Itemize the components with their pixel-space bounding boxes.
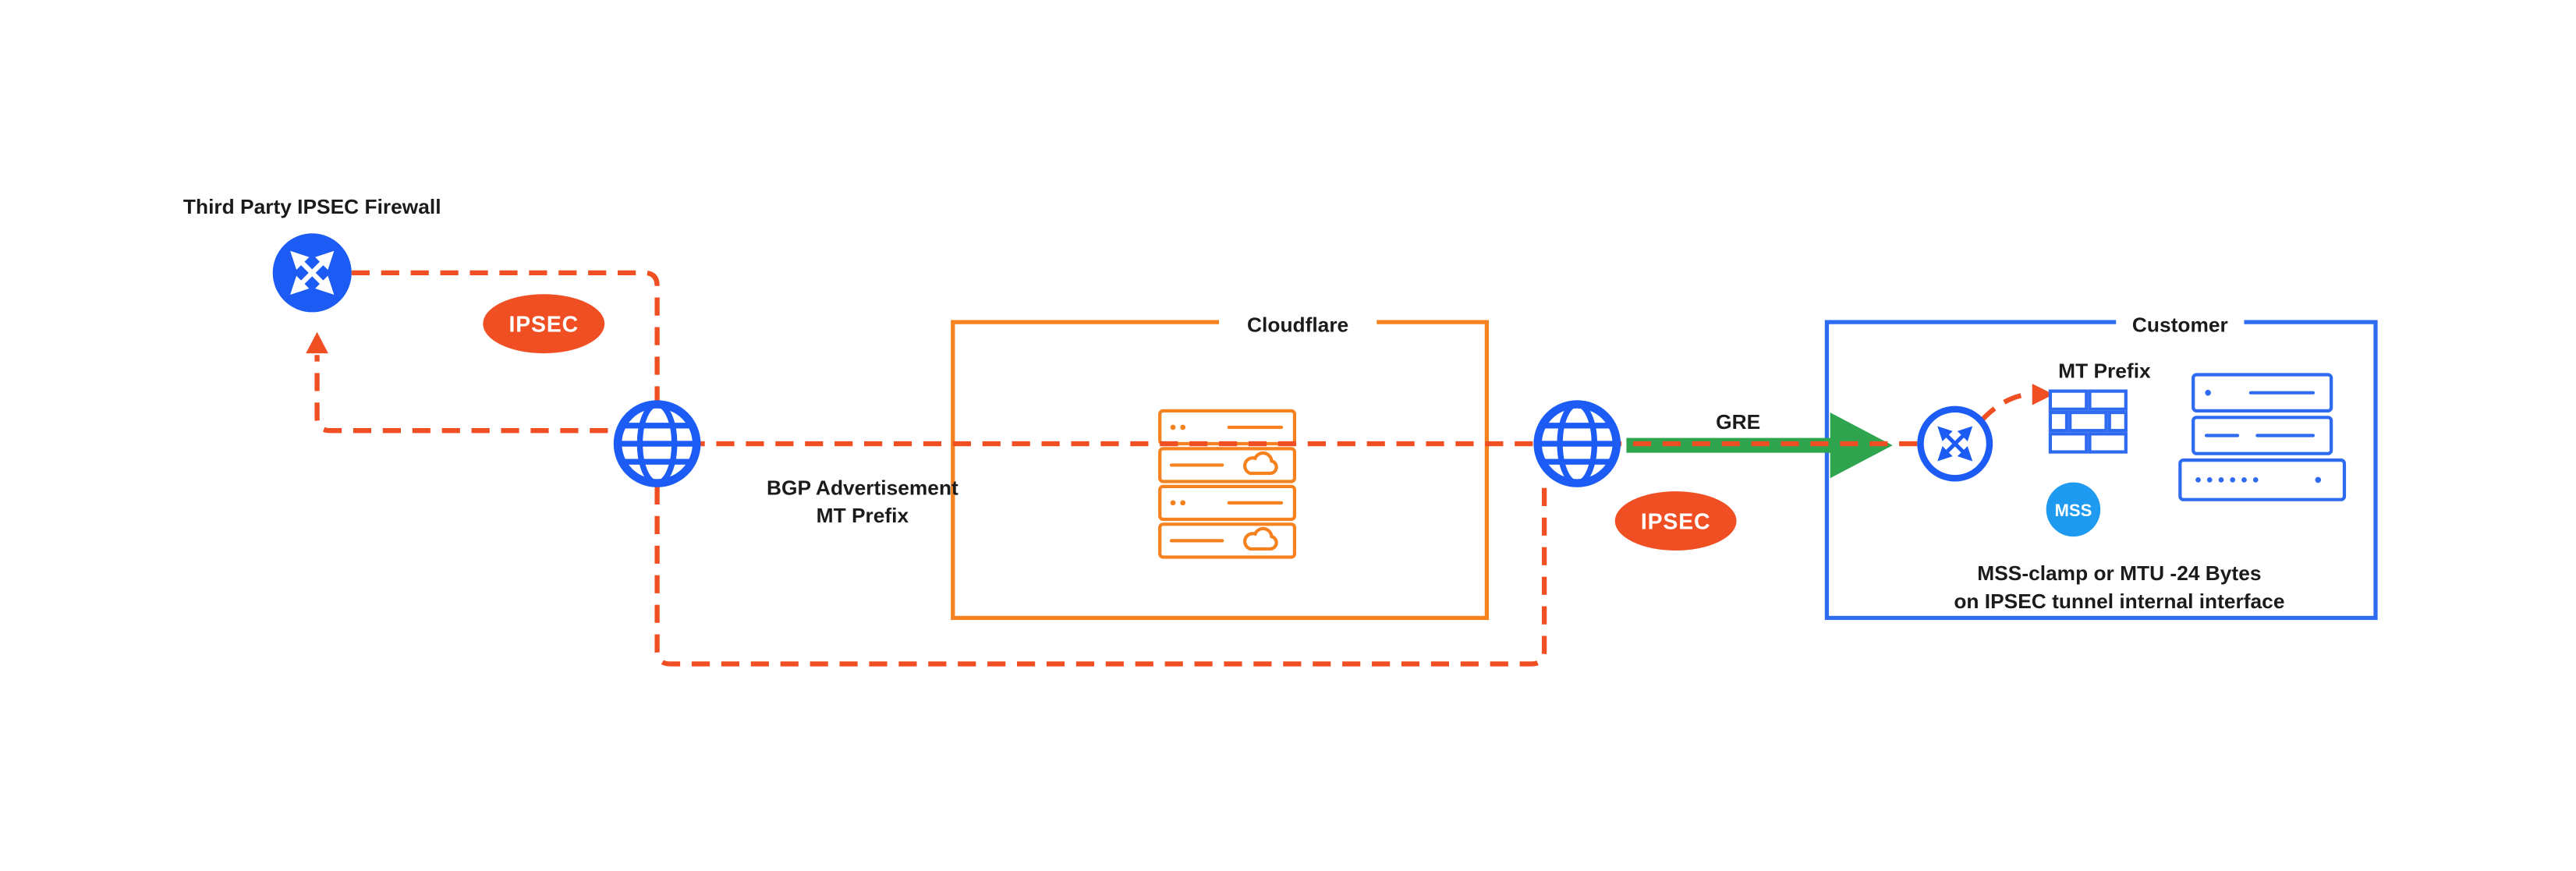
svg-text:MSS: MSS <box>2054 501 2092 520</box>
flow-customer-inner <box>1979 391 2028 423</box>
internet-globe-icon-right <box>1538 404 1617 483</box>
ipsec-flow-paths <box>306 270 2054 667</box>
cloudflare-label: Cloudflare <box>1247 313 1348 337</box>
flow-firewall-out <box>351 270 660 408</box>
cloudflare-box: Cloudflare <box>951 309 1490 621</box>
bgp-advertisement-line1: BGP Advertisement <box>767 476 958 499</box>
third-party-firewall: Third Party IPSEC Firewall <box>183 195 441 313</box>
ipsec-badge-left: IPSEC <box>483 294 605 354</box>
mt-prefix-label: MT Prefix <box>2058 359 2151 383</box>
customer-label: Customer <box>2132 313 2228 337</box>
mss-note-line1: MSS-clamp or MTU -24 Bytes <box>1977 561 2261 585</box>
gre-label: GRE <box>1716 410 1760 434</box>
flow-firewall-in <box>314 355 638 434</box>
up-arrow <box>306 331 328 354</box>
cloudflare-server-stack <box>1158 409 1297 559</box>
internet-globe-icon-left <box>618 404 696 483</box>
customer-box-border <box>1824 320 2378 621</box>
mt-prefix-arrow <box>2032 384 2054 405</box>
svg-text:IPSEC: IPSEC <box>508 313 579 338</box>
customer-label-bg <box>2116 309 2245 335</box>
customer-router <box>1917 405 1993 482</box>
customer-firewall: MT Prefix MSS <box>2046 359 2151 537</box>
cloudflare-label-bg <box>1219 309 1377 335</box>
svg-text:IPSEC: IPSEC <box>1641 510 1711 535</box>
mss-note-line2: on IPSEC tunnel internal interface <box>1954 590 2284 613</box>
mss-badge: MSS <box>2046 482 2101 537</box>
ipsec-badge-right: IPSEC <box>1614 491 1737 551</box>
customer-server-stack <box>2178 373 2347 501</box>
bgp-advertisement-line2: MT Prefix <box>817 504 909 527</box>
third-party-firewall-label: Third Party IPSEC Firewall <box>183 195 441 218</box>
flow-bottom-loop <box>654 486 1547 667</box>
firewall-bricks-icon <box>2048 389 2128 454</box>
gre-arrowhead <box>1830 412 1893 479</box>
customer-box: Customer MSS-clamp or MTU -24 Bytes on I… <box>1824 309 2378 621</box>
